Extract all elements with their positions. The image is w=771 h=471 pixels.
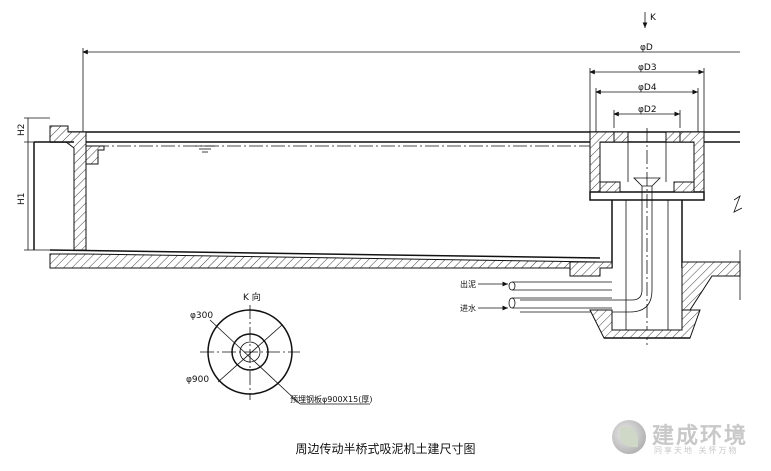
dimension-phi-d2: φD2 — [613, 105, 681, 128]
d300-label: φ300 — [190, 311, 213, 321]
k-arrow-label: K — [650, 13, 657, 23]
k-direction-arrow: K — [642, 12, 657, 28]
dim-d4-label: φD4 — [638, 83, 657, 93]
logo-tagline: 同享天地 关怀万物 — [654, 446, 739, 455]
drawing-caption: 周边传动半桥式吸泥机土建尺寸图 — [295, 442, 476, 456]
dimension-phi-d3: φD3 — [589, 63, 705, 140]
logo-mark-icon — [612, 420, 646, 454]
dimension-heights: H2 H1 — [17, 117, 50, 251]
d900-label: φ900 — [186, 375, 209, 385]
water-surface-lines — [50, 131, 740, 153]
k-view-label: K 向 — [243, 291, 261, 303]
tank-bottom-slab — [49, 249, 601, 269]
h1-label: H1 — [17, 193, 27, 206]
outlet-label: 出泥 — [460, 279, 476, 289]
dim-d-label: φD — [640, 43, 653, 53]
break-marks — [733, 194, 743, 213]
logo-name: 建成环境 — [652, 424, 749, 449]
column-foundation — [569, 250, 741, 339]
k-view: K 向 φ300 φ900 预埋钢板φ900X15(厚) — [186, 291, 372, 405]
plate-label: 预埋钢板φ900X15(厚) — [290, 394, 372, 404]
h2-label: H2 — [17, 124, 27, 137]
left-tank-wall — [33, 125, 105, 251]
dim-d3-label: φD3 — [638, 63, 657, 73]
dim-d2-label: φD2 — [638, 105, 657, 115]
brand-logo: 建成环境 同享天地 关怀万物 — [612, 418, 762, 458]
center-column — [520, 128, 705, 345]
pipes: 出泥 进水 — [460, 279, 612, 313]
dimension-phi-d: φD — [82, 43, 740, 145]
inlet-label: 进水 — [460, 303, 476, 313]
